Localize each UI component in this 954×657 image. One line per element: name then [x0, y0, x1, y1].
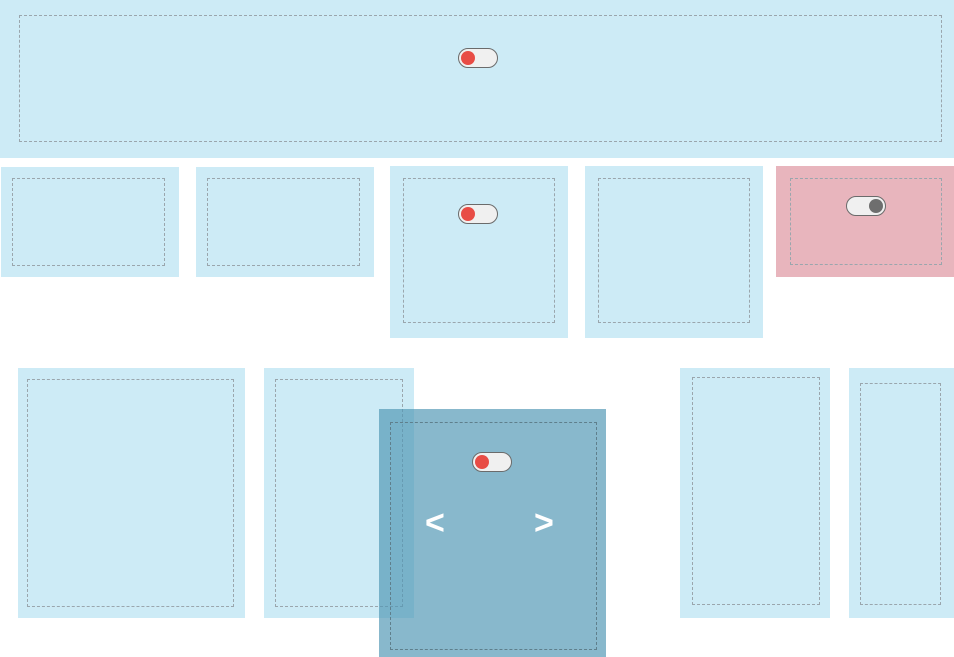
panel-d — [849, 368, 954, 618]
card-4 — [585, 166, 763, 338]
panel-c — [680, 368, 830, 618]
chevron-right-icon[interactable]: > — [534, 504, 554, 542]
carousel-drop-zone — [390, 422, 597, 650]
toggle-knob-icon — [475, 455, 489, 469]
header-toggle[interactable] — [458, 48, 498, 68]
card-3-toggle[interactable] — [458, 204, 498, 224]
header-panel-drop-zone — [19, 15, 942, 142]
card-3 — [390, 166, 568, 338]
carousel-panel[interactable]: < > — [379, 409, 606, 657]
panel-a-drop-zone — [27, 379, 234, 607]
card-5-alert — [776, 166, 954, 277]
chevron-left-icon[interactable]: < — [425, 504, 445, 542]
card-2 — [196, 167, 374, 277]
panel-d-drop-zone — [860, 383, 941, 605]
carousel-toggle[interactable] — [472, 452, 512, 472]
card-3-drop-zone — [403, 178, 555, 323]
card-1-drop-zone — [12, 178, 165, 266]
card-4-drop-zone — [598, 178, 750, 323]
card-5-toggle[interactable] — [846, 196, 886, 216]
toggle-knob-icon — [461, 51, 475, 65]
toggle-knob-icon — [869, 199, 883, 213]
card-1 — [1, 167, 179, 277]
card-5-drop-zone — [790, 178, 942, 265]
panel-a — [18, 368, 245, 618]
panel-c-drop-zone — [692, 377, 820, 605]
card-2-drop-zone — [207, 178, 360, 266]
toggle-knob-icon — [461, 207, 475, 221]
header-panel — [0, 0, 954, 158]
